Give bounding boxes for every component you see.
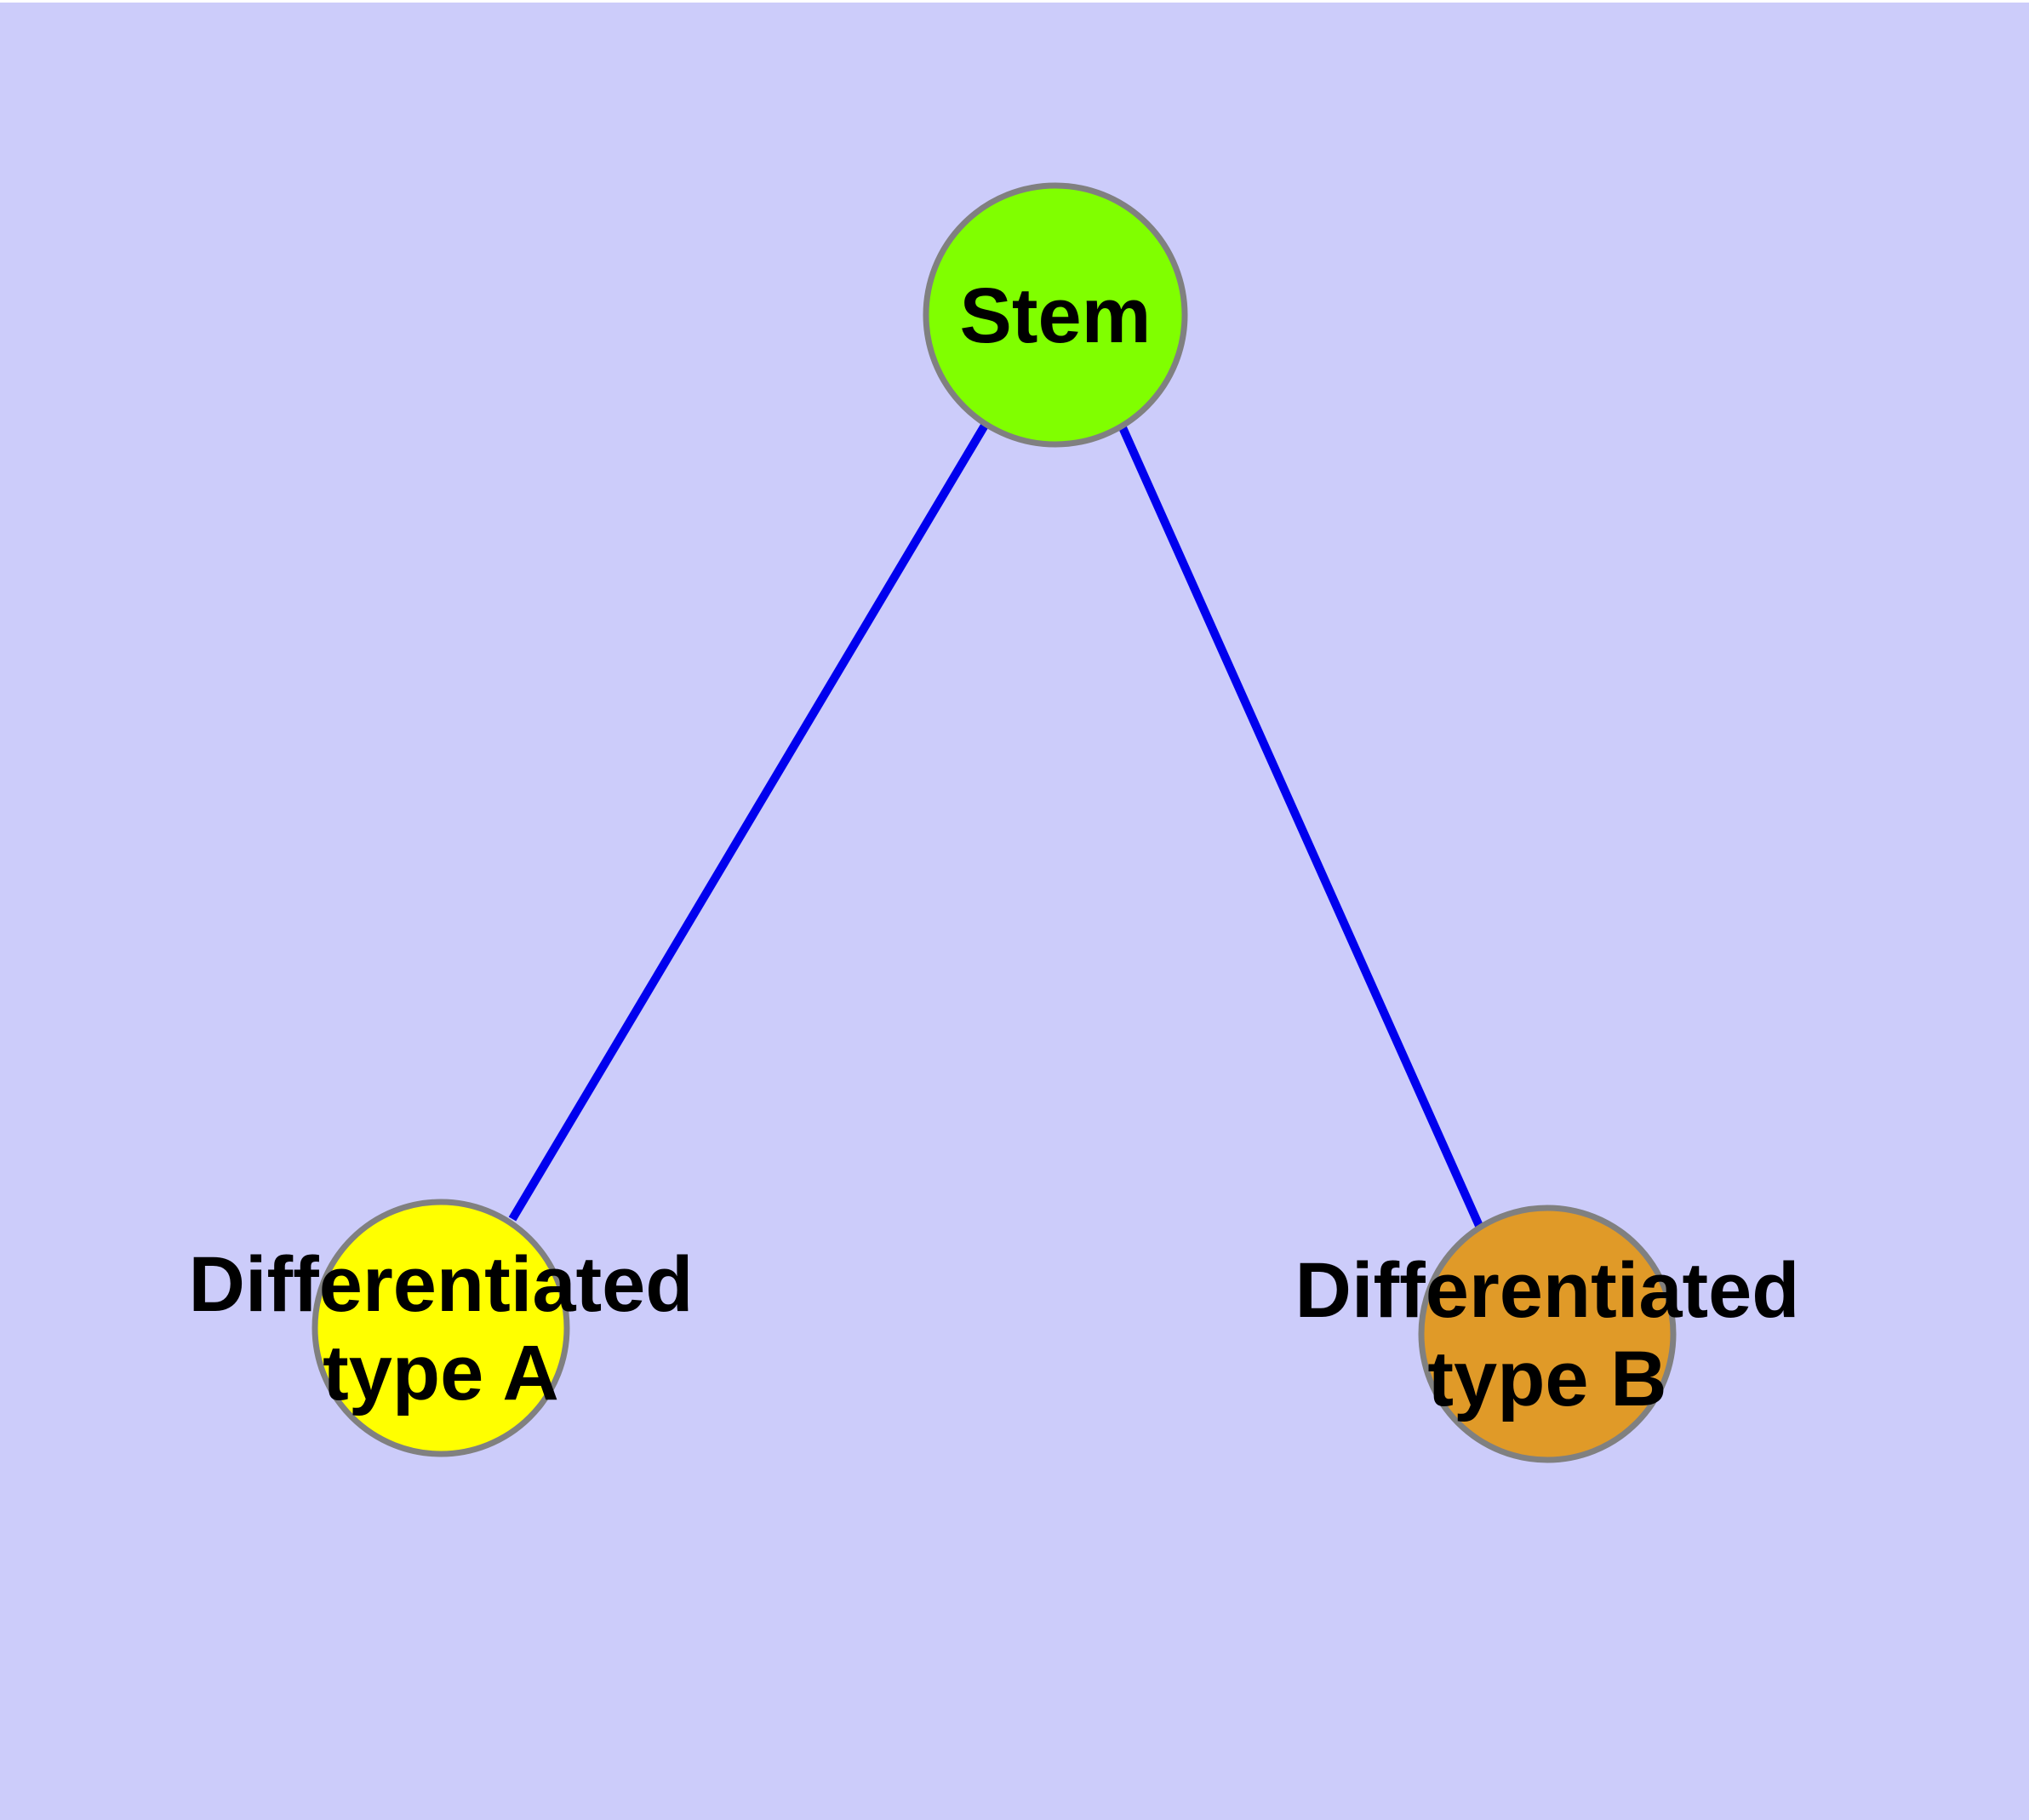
node-differentiated-type-a-circle[interactable]	[311, 1199, 570, 1457]
label-line: Differentiated	[189, 1241, 694, 1328]
top-white-strip	[0, 0, 2029, 3]
edge-stem-to-differentiated-type-b[interactable]	[1117, 423, 1483, 1228]
label-line: Stem	[960, 272, 1152, 359]
edges-group	[508, 421, 1483, 1228]
label-line: type B	[1427, 1336, 1666, 1422]
edge-stem-to-differentiated-type-a[interactable]	[508, 421, 990, 1222]
node-stem[interactable]: Stem	[923, 182, 1188, 448]
label-line: Differentiated	[1295, 1247, 1800, 1334]
node-stem-label: Stem	[960, 272, 1152, 359]
node-differentiated-type-b-circle[interactable]	[1418, 1205, 1677, 1463]
node-stem-circle[interactable]	[923, 182, 1188, 448]
label-line: type A	[323, 1330, 559, 1417]
